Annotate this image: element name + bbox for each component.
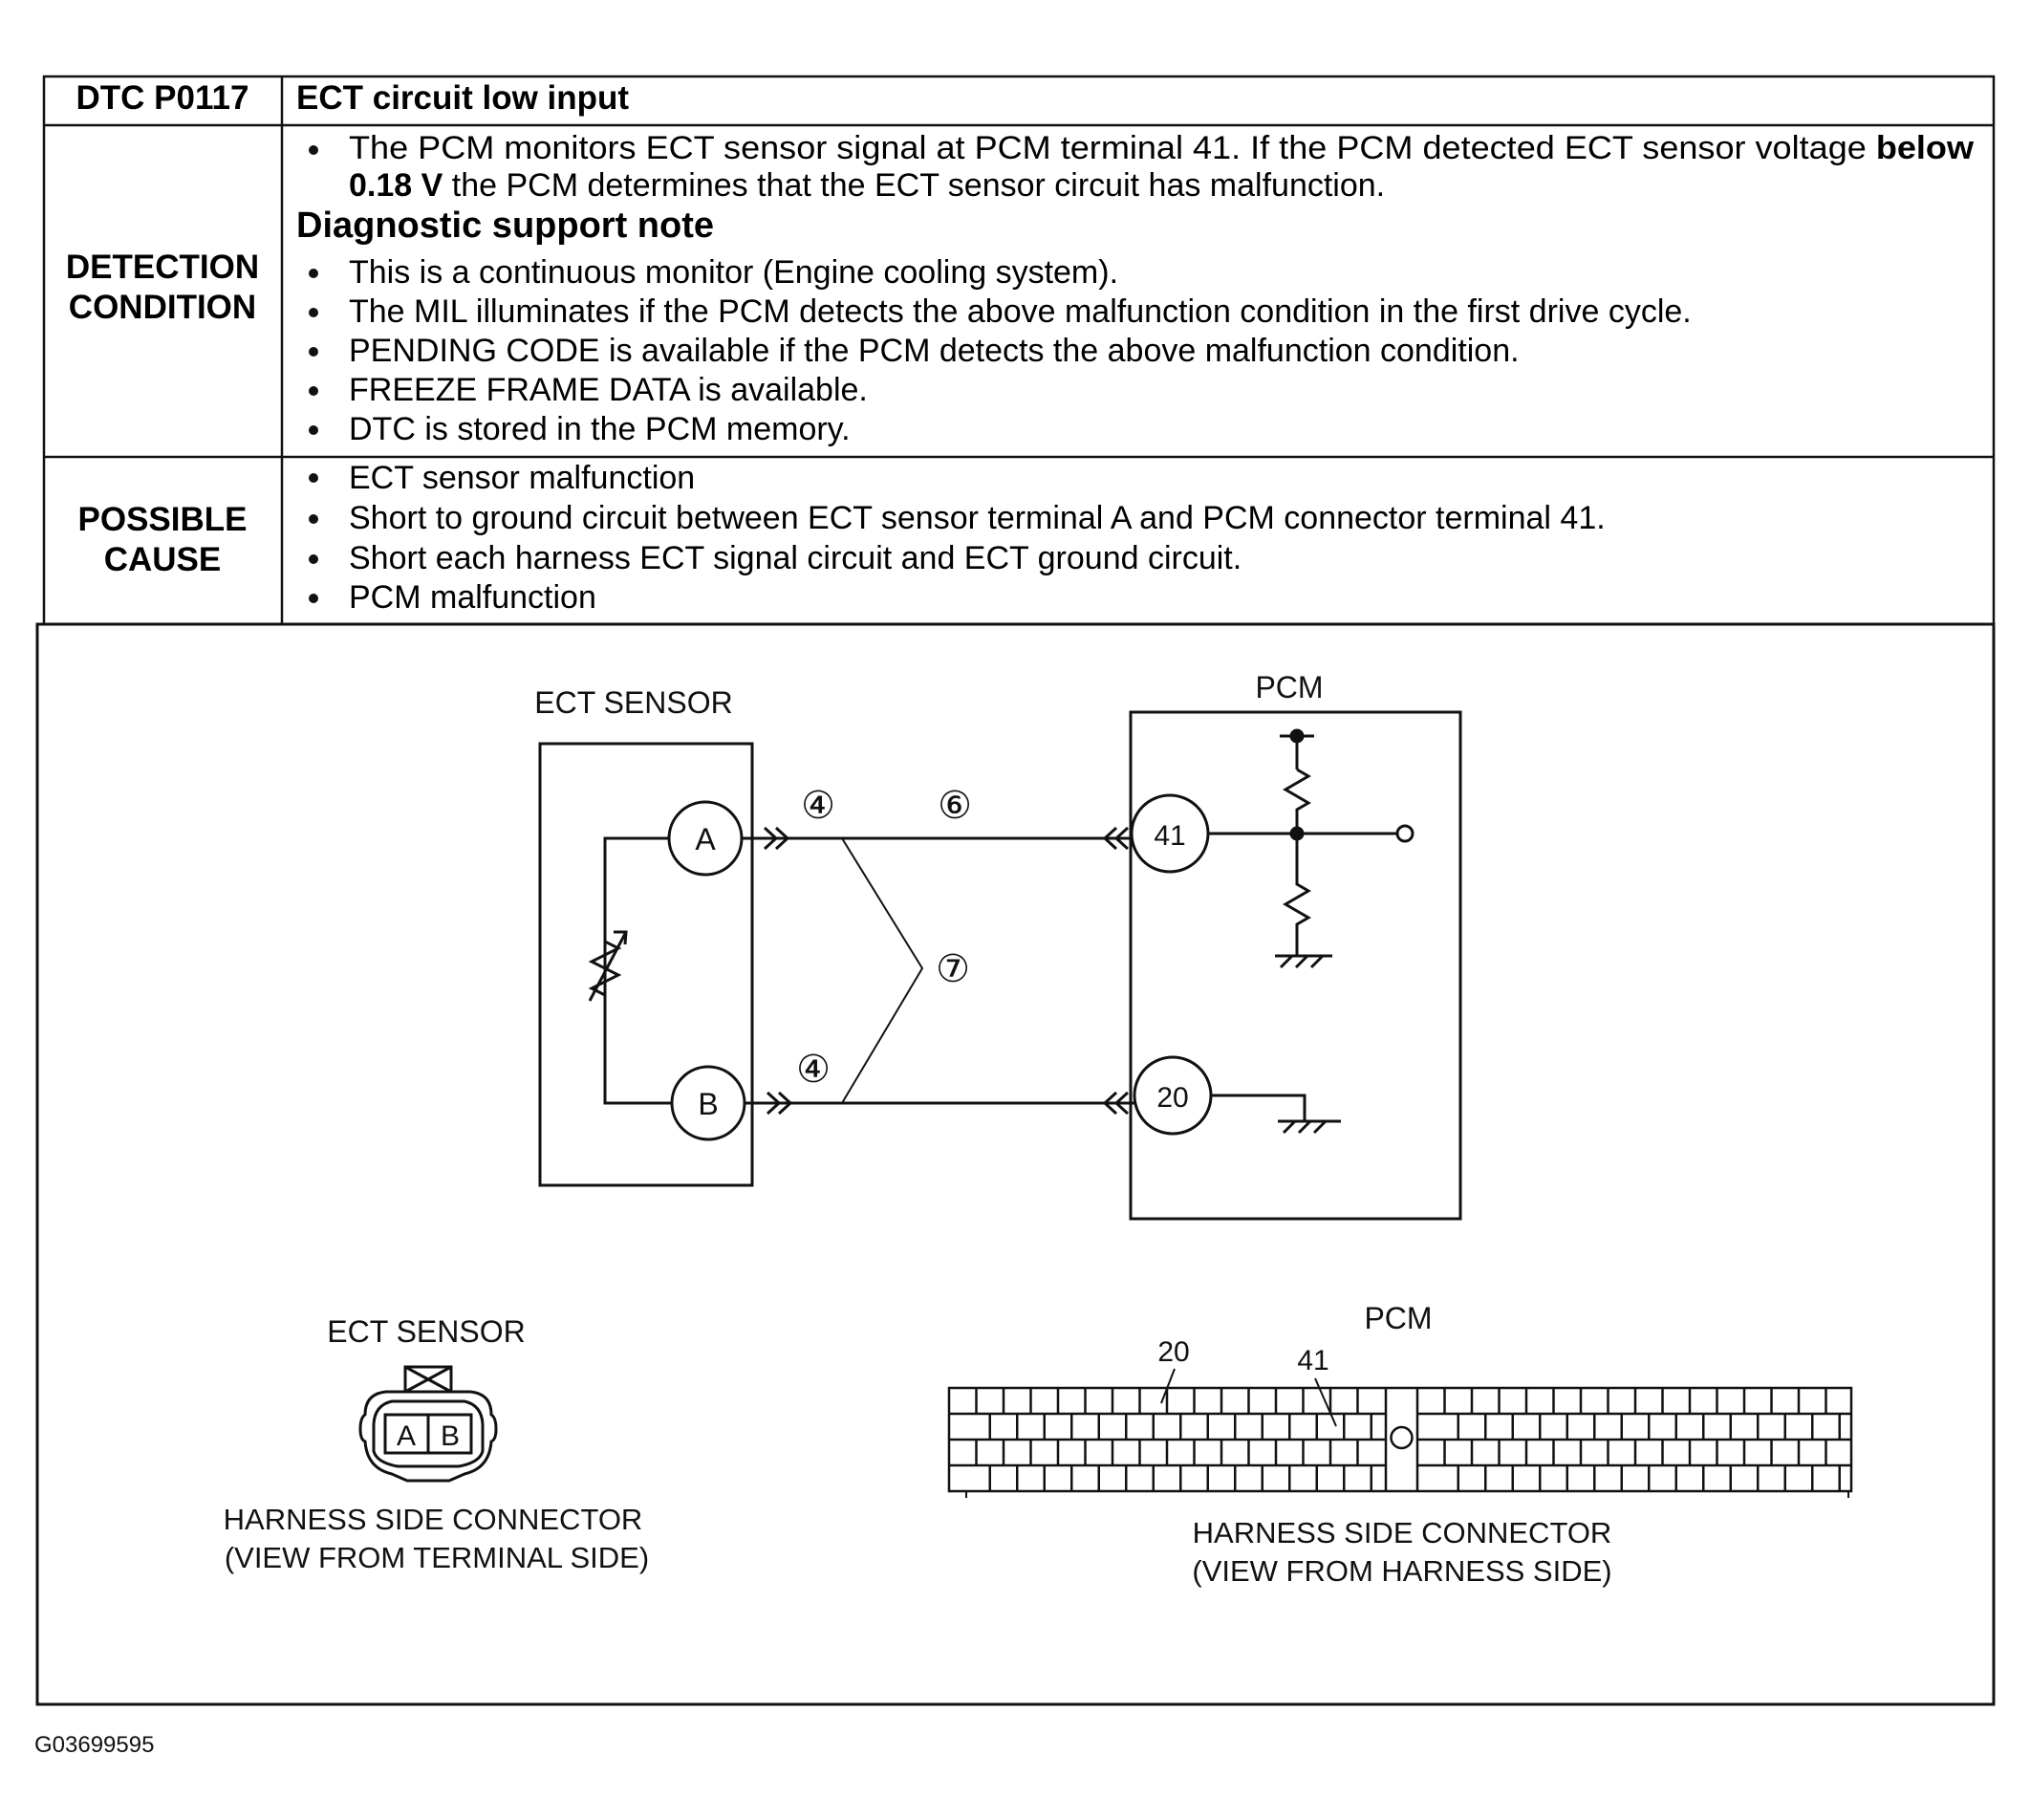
connector-arrow-icon [777, 1091, 793, 1116]
pin-41-leader [1314, 1377, 1337, 1427]
sensor-internal-wire [603, 836, 674, 1105]
connector-pin-a: A [397, 1420, 416, 1452]
monitor-line-2: 0.18 V the PCM determines that the ECT s… [349, 167, 1385, 204]
bullet-icon [309, 554, 318, 564]
monitor-line-1: The PCM monitors ECT sensor signal at PC… [349, 130, 1975, 166]
note-item: DTC is stored in the PCM memory. [349, 411, 851, 447]
connector-arrow-icon [774, 826, 790, 851]
pcm-ground-wire [1211, 1094, 1307, 1121]
ect-sensor-connector-view: ECT SENSOR A B HARNESS SIDE CONNECTOR (V… [224, 1314, 650, 1574]
latch-cross-icon [404, 1365, 452, 1394]
pcm-connector-body [947, 1386, 1853, 1493]
thermistor-icon [588, 940, 622, 997]
schematic-pcm-title: PCM [1255, 670, 1323, 704]
note-item: PENDING CODE is available if the PCM det… [349, 333, 1520, 369]
bullet-icon [309, 425, 318, 435]
note-item: This is a continuous monitor (Engine coo… [349, 254, 1118, 291]
wiring-schematic: ECT SENSOR A B ④ ⑥ ⑦ ④ PCM [534, 670, 1462, 1221]
ground-hatch-icon [1309, 954, 1325, 969]
ground-hatch-icon [1282, 1119, 1297, 1135]
ect-connector-caption-1: HARNESS SIDE CONNECTOR [224, 1503, 643, 1536]
detection-monitor-item: The PCM monitors ECT sensor signal at PC… [309, 130, 1975, 204]
schematic-sensor-title: ECT SENSOR [534, 685, 732, 720]
sensor-terminal-b-label: B [698, 1087, 718, 1121]
pcm-terminal-41-label: 41 [1154, 820, 1185, 852]
bullet-icon [309, 594, 318, 603]
dtc-title: ECT circuit low input [296, 79, 629, 117]
detection-label-line1: DETECTION [66, 249, 259, 286]
connector-key-hole-icon [1390, 1425, 1414, 1450]
pcm-connector-title: PCM [1364, 1301, 1432, 1335]
connector-arrow-icon [1102, 826, 1118, 851]
figure-id: G03699595 [34, 1732, 154, 1758]
pcm-pin-20-label: 20 [1157, 1336, 1189, 1368]
connector-arrow-icon [1113, 1091, 1130, 1116]
bullet-icon [309, 514, 318, 524]
connector-arrow-icon [1113, 826, 1130, 851]
cause-item: PCM malfunction [349, 579, 596, 616]
connector-pin-b: B [441, 1420, 460, 1452]
pin-20-leader [1160, 1368, 1176, 1404]
diagram-frame [35, 622, 1996, 1706]
cause-label-line2: CAUSE [104, 541, 222, 578]
dtc-code: DTC P0117 [76, 79, 249, 117]
thermistor-arrowhead-icon [614, 930, 628, 945]
connector-arrow-icon [766, 1091, 782, 1116]
ref-number-4-top: ④ [801, 785, 835, 827]
connector-arrow-icon [1102, 1091, 1118, 1116]
pcm-connector-caption-2: (VIEW FROM HARNESS SIDE) [1192, 1554, 1611, 1588]
thermistor-arrow-icon [588, 931, 628, 1002]
ect-connector-caption-2: (VIEW FROM TERMINAL SIDE) [225, 1541, 649, 1574]
pcm-box [1129, 710, 1462, 1221]
bullet-icon [309, 145, 318, 155]
connector-inner-housing-icon [372, 1399, 485, 1468]
ect-connector-title: ECT SENSOR [327, 1314, 525, 1349]
pcm-connector-caption-1: HARNESS SIDE CONNECTOR [1193, 1516, 1612, 1549]
callout-line-7 [841, 837, 924, 1104]
bullet-icon [309, 269, 318, 278]
pull-up-resistor-icon [1283, 768, 1311, 834]
cause-item: ECT sensor malfunction [349, 460, 695, 496]
ground-hatch-icon [1312, 1119, 1328, 1135]
bullet-icon [309, 473, 318, 483]
diagnostic-notes-list: This is a continuous monitor (Engine coo… [309, 254, 1692, 447]
ground-hatch-icon [1294, 954, 1309, 969]
pcm-terminal-20-label: 20 [1156, 1082, 1188, 1114]
ect-sensor-box [538, 742, 754, 1187]
bullet-icon [309, 386, 318, 396]
connector-housing-icon [358, 1390, 498, 1483]
possible-cause-list: ECT sensor malfunction Short to ground c… [309, 460, 1606, 616]
ref-number-6: ⑥ [938, 785, 972, 827]
pcm-pin-41-label: 41 [1297, 1345, 1328, 1376]
connector-arrow-icon [763, 826, 779, 851]
diagnostic-note-heading: Diagnostic support note [296, 206, 714, 246]
note-item: The MIL illuminates if the PCM detects t… [349, 293, 1692, 330]
pcm-connector-view: PCM 20 41 HARNESS SIDE CONNECTOR (VIEW F… [947, 1301, 1853, 1588]
vref-node-icon [1289, 728, 1305, 744]
bullet-icon [309, 308, 318, 317]
cause-item: Short each harness ECT signal circuit an… [349, 540, 1242, 576]
sensor-terminal-a-label: A [695, 822, 716, 856]
ref-number-4-bottom: ④ [796, 1049, 831, 1091]
pull-down-resistor-icon [1283, 834, 1311, 956]
pcm-output-node [1395, 824, 1415, 843]
cause-item: Short to ground circuit between ECT sens… [349, 500, 1606, 536]
ref-number-7: ⑦ [936, 948, 970, 990]
ground-hatch-icon [1297, 1119, 1312, 1135]
detection-label-line2: CONDITION [69, 289, 256, 326]
note-item: FREEZE FRAME DATA is available. [349, 372, 868, 408]
bullet-icon [309, 347, 318, 357]
ground-hatch-icon [1279, 954, 1294, 969]
cause-label-line1: POSSIBLE [78, 501, 248, 538]
